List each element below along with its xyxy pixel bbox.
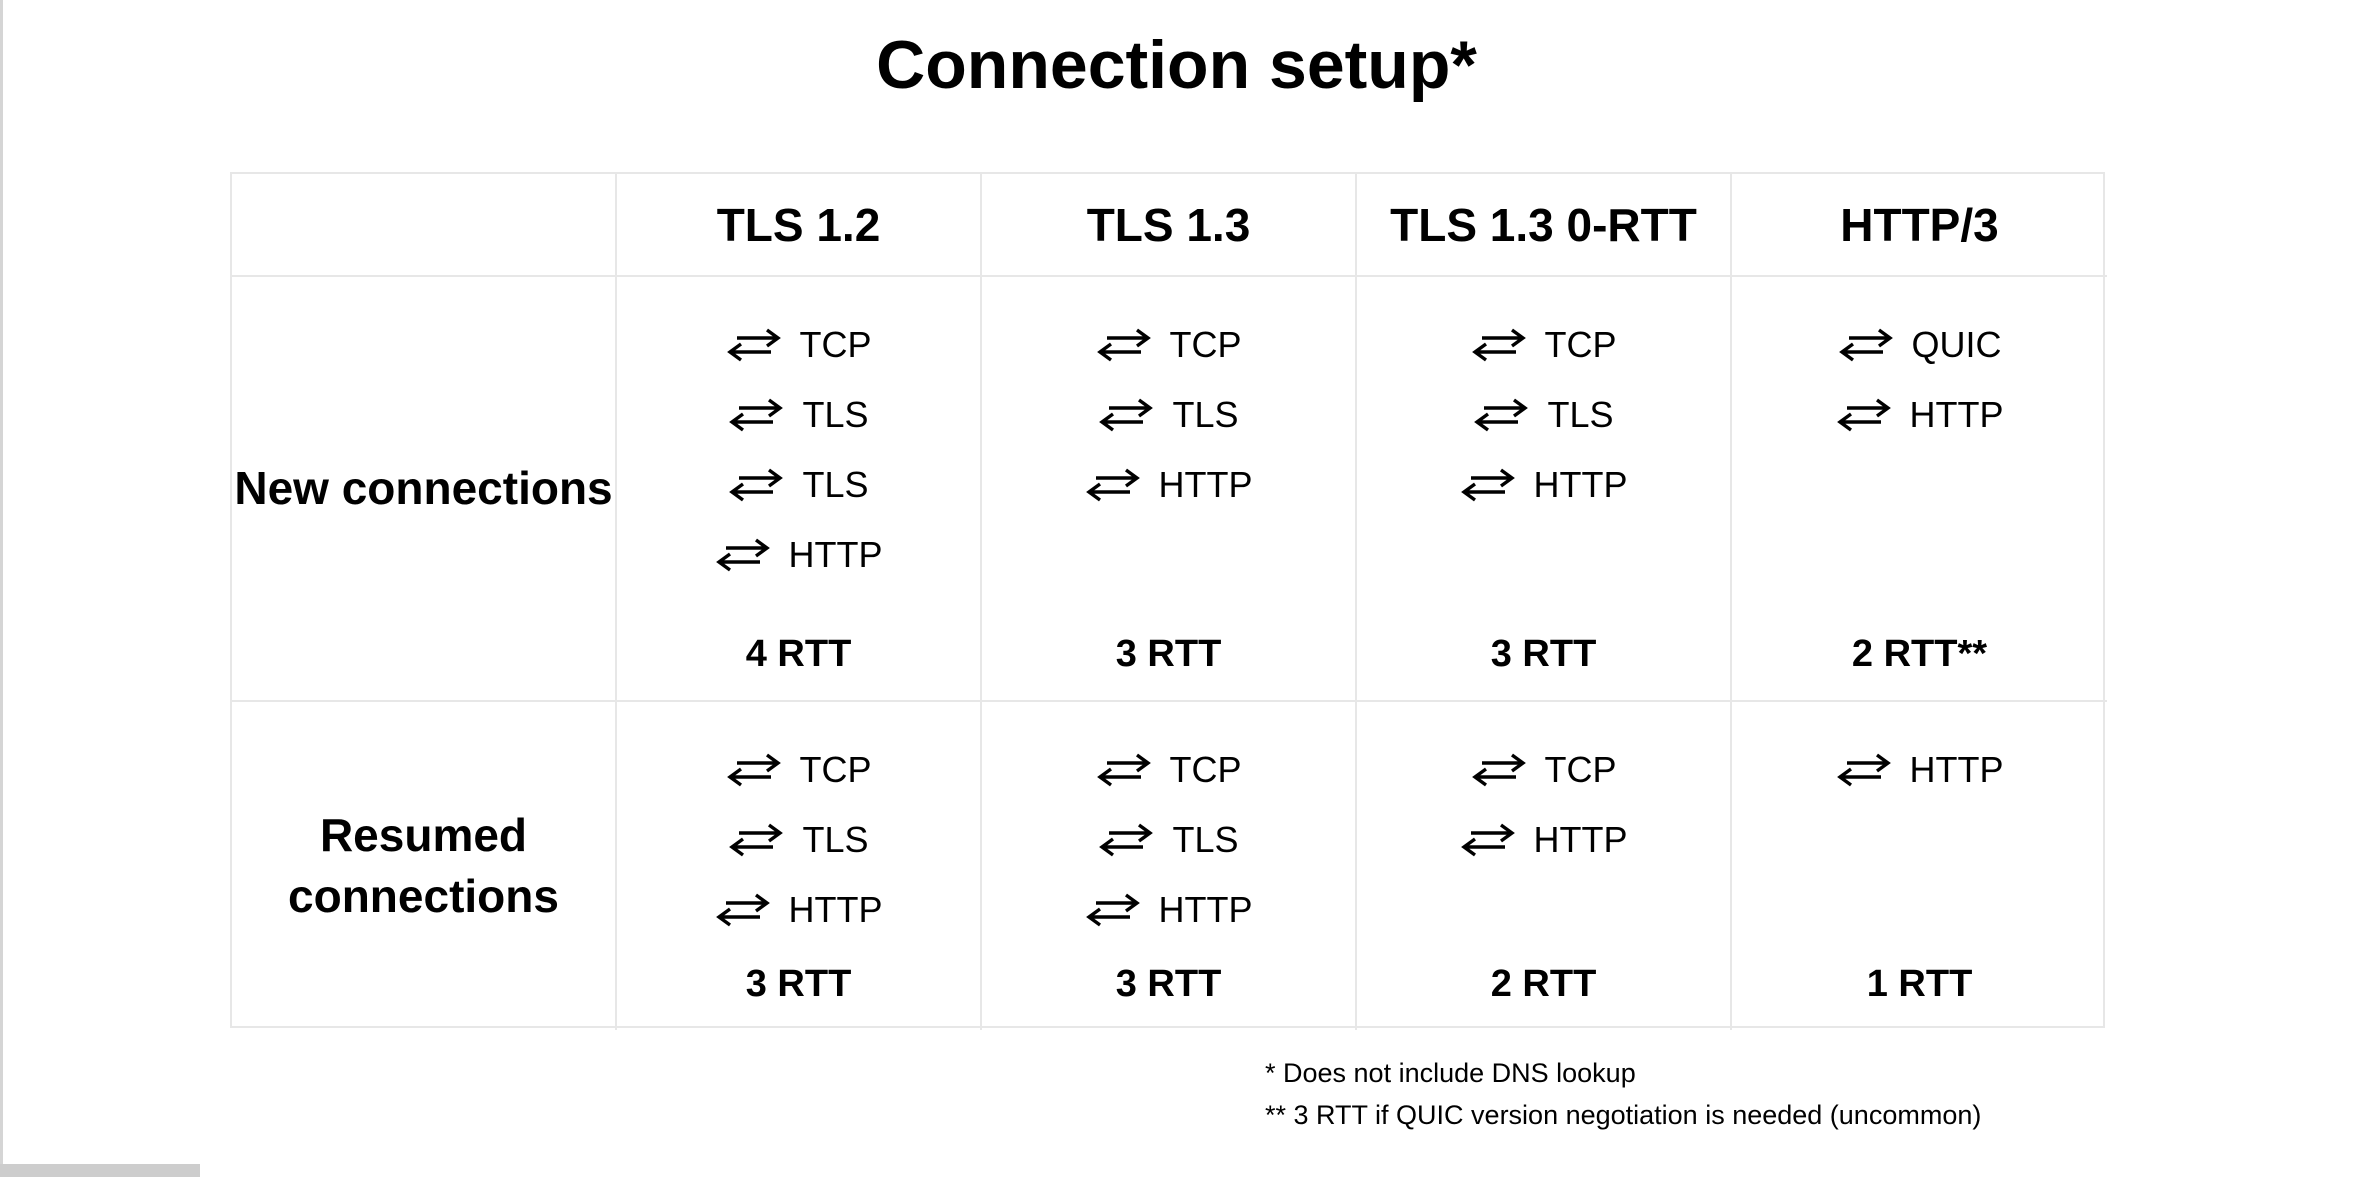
column-header-tls12: TLS 1.2 — [617, 174, 982, 277]
protocol-step: HTTP — [1460, 463, 1628, 507]
window-left-edge — [0, 0, 3, 1177]
round-trip-arrows-icon — [726, 753, 781, 787]
protocol-step: TLS — [728, 463, 869, 507]
round-trip-arrows-icon — [715, 538, 770, 572]
protocol-step: HTTP — [1085, 888, 1253, 932]
round-trip-arrows-icon — [1471, 753, 1526, 787]
cell-new-http3: QUIC HTTP 2 RTT** — [1732, 277, 2107, 702]
round-trip-arrows-icon — [1096, 753, 1151, 787]
round-trip-arrows-icon — [729, 823, 784, 857]
row-header-resumed-connections: Resumed connections — [232, 702, 617, 1030]
page-title: Connection setup* — [876, 27, 1477, 103]
cell-resumed-tls13-0rtt: TCP HTTP 2 RTT — [1357, 702, 1732, 1030]
row-header-new-connections: New connections — [232, 277, 617, 702]
protocol-label: HTTP — [1909, 749, 2004, 790]
column-header-http3: HTTP/3 — [1732, 174, 2107, 277]
protocol-step: TLS — [728, 818, 869, 862]
protocol-label: TCP — [799, 324, 872, 365]
round-trip-arrows-icon — [1836, 398, 1891, 432]
cell-resumed-tls12: TCP TLS HTTP 3 RTT — [617, 702, 982, 1030]
protocol-label: TCP — [1169, 324, 1242, 365]
cell-new-tls13-0rtt: TCP TLS HTTP 3 RTT — [1357, 277, 1732, 702]
rtt-count-label: 3 RTT — [1115, 963, 1222, 1005]
cell-resumed-http3: HTTP 1 RTT — [1732, 702, 2107, 1030]
cell-new-tls13: TCP TLS HTTP 3 RTT — [982, 277, 1357, 702]
footnotes: * Does not include DNS lookup ** 3 RTT i… — [1265, 1052, 1981, 1136]
protocol-label: HTTP — [1533, 819, 1628, 860]
rtt-count-label: 3 RTT — [1115, 633, 1222, 675]
rtt-count-label: 2 RTT — [1490, 963, 1597, 1005]
round-trip-arrows-icon — [1085, 468, 1140, 502]
protocol-step: TLS — [1098, 818, 1239, 862]
round-trip-arrows-icon — [1460, 823, 1515, 857]
round-trip-arrows-icon — [1460, 468, 1515, 502]
rtt-count-label: 3 RTT — [745, 963, 852, 1005]
column-header-tls13-0rtt: TLS 1.3 0-RTT — [1357, 174, 1732, 277]
rtt-count-label: 2 RTT** — [1851, 633, 1988, 675]
protocol-label: TLS — [802, 464, 869, 505]
protocol-step: QUIC — [1838, 323, 2002, 367]
protocol-step: TCP — [726, 323, 872, 367]
protocol-label: TLS — [802, 819, 869, 860]
protocol-step: HTTP — [1836, 748, 2004, 792]
footnote-dns: * Does not include DNS lookup — [1265, 1058, 1636, 1088]
protocol-step: HTTP — [1460, 818, 1628, 862]
protocol-label: TCP — [1544, 324, 1617, 365]
protocol-label: TCP — [1544, 749, 1617, 790]
round-trip-arrows-icon — [729, 398, 784, 432]
protocol-label: TLS — [802, 394, 869, 435]
footnote-quic-negotiation: ** 3 RTT if QUIC version negotiation is … — [1265, 1100, 1982, 1130]
round-trip-arrows-icon — [1474, 398, 1529, 432]
protocol-step: TCP — [1471, 748, 1617, 792]
cell-new-tls12: TCP TLS TLS HTTP 4 RTT — [617, 277, 982, 702]
rtt-count-label: 3 RTT — [1490, 633, 1597, 675]
protocol-step: HTTP — [1085, 463, 1253, 507]
protocol-label: TLS — [1172, 394, 1239, 435]
round-trip-arrows-icon — [1099, 398, 1154, 432]
protocol-step: HTTP — [715, 533, 883, 577]
protocol-step: TLS — [1473, 393, 1614, 437]
cell-resumed-tls13: TCP TLS HTTP 3 RTT — [982, 702, 1357, 1030]
protocol-step: HTTP — [715, 888, 883, 932]
round-trip-arrows-icon — [726, 328, 781, 362]
corner-cell — [232, 174, 617, 277]
protocol-step: TCP — [726, 748, 872, 792]
protocol-step: TCP — [1096, 323, 1242, 367]
protocol-step: TLS — [728, 393, 869, 437]
round-trip-arrows-icon — [729, 468, 784, 502]
protocol-step: TCP — [1471, 323, 1617, 367]
protocol-label: HTTP — [1533, 464, 1628, 505]
protocol-label: QUIC — [1911, 324, 2002, 365]
protocol-step: TCP — [1096, 748, 1242, 792]
connection-setup-table: TLS 1.2 TLS 1.3 TLS 1.3 0-RTT HTTP/3 New… — [230, 172, 2107, 1030]
protocol-step: HTTP — [1836, 393, 2004, 437]
protocol-label: TCP — [799, 749, 872, 790]
round-trip-arrows-icon — [1471, 328, 1526, 362]
protocol-label: HTTP — [788, 889, 883, 930]
window-bottom-edge — [0, 1164, 200, 1177]
round-trip-arrows-icon — [1096, 328, 1151, 362]
rtt-count-label: 4 RTT — [745, 633, 852, 675]
column-header-tls13: TLS 1.3 — [982, 174, 1357, 277]
round-trip-arrows-icon — [1836, 753, 1891, 787]
round-trip-arrows-icon — [1085, 893, 1140, 927]
round-trip-arrows-icon — [1838, 328, 1893, 362]
rtt-count-label: 1 RTT — [1866, 963, 1973, 1005]
protocol-label: TCP — [1169, 749, 1242, 790]
protocol-label: HTTP — [1909, 394, 2004, 435]
protocol-label: HTTP — [1158, 889, 1253, 930]
protocol-label: TLS — [1172, 819, 1239, 860]
round-trip-arrows-icon — [1099, 823, 1154, 857]
protocol-step: TLS — [1098, 393, 1239, 437]
protocol-label: TLS — [1547, 394, 1614, 435]
protocol-label: HTTP — [1158, 464, 1253, 505]
protocol-label: HTTP — [788, 534, 883, 575]
round-trip-arrows-icon — [715, 893, 770, 927]
